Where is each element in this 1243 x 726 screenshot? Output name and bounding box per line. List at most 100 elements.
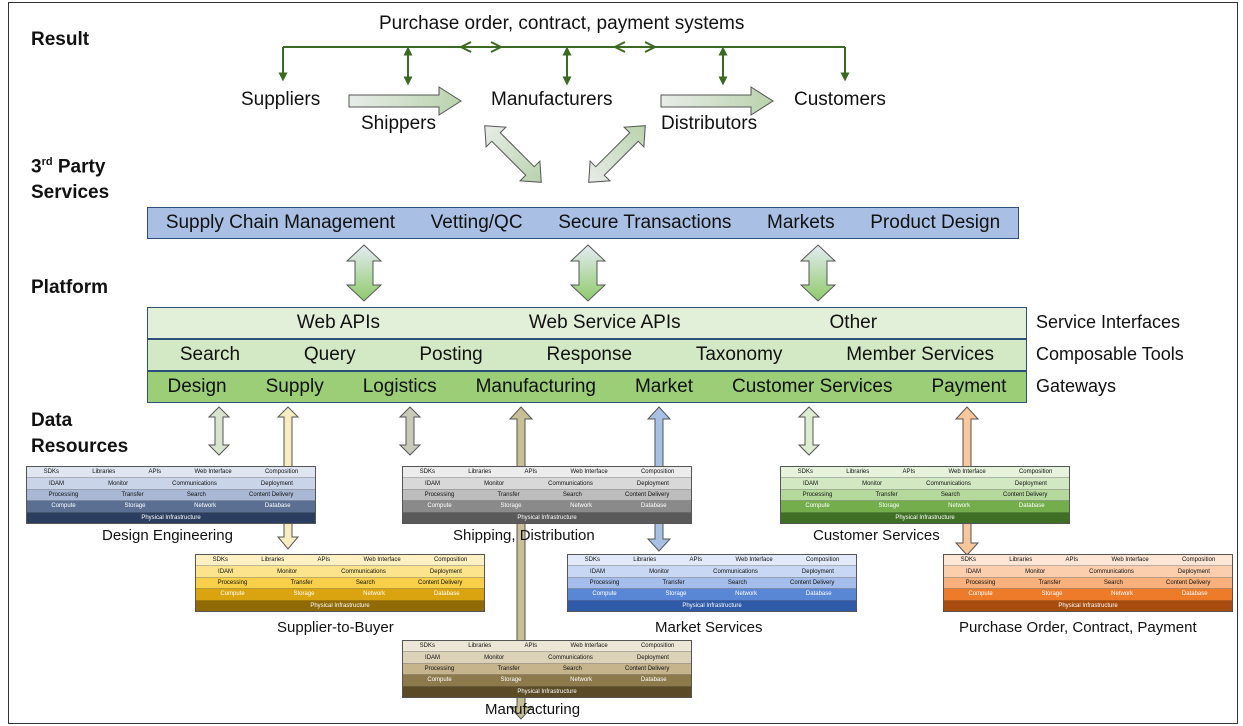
stack-cell: Deployment <box>636 654 669 661</box>
stack-cell: Communications <box>548 480 593 487</box>
stack-cell: SDKs <box>212 557 228 564</box>
stack-cell: Communications <box>172 480 217 487</box>
stack-cell: Deployment <box>429 568 462 575</box>
gateway-item-3: Manufacturing <box>475 376 596 397</box>
stack-cell: Composition <box>805 557 840 564</box>
service-item-1: Vetting/QC <box>430 212 523 233</box>
stack-cell: Storage <box>500 677 522 684</box>
stack-cell: Storage <box>1041 591 1063 598</box>
stack-cell: Storage <box>293 591 315 598</box>
tool-item-1: Query <box>303 344 356 365</box>
stack-cell: Composition <box>640 643 675 650</box>
tool-item-0: Search <box>179 344 241 365</box>
stack-cell: Compute <box>592 591 617 598</box>
stack-cell: Search <box>355 580 375 587</box>
stack-cell: Composition <box>433 557 468 564</box>
stack-cell: Search <box>186 492 206 499</box>
stack-cell: Composition <box>1018 469 1053 476</box>
stack-cell: Compute <box>968 591 993 598</box>
stack-cell: Content Delivery <box>790 580 835 587</box>
stack-cell: Database <box>433 591 460 598</box>
stack-cell: APIs <box>1065 557 1079 564</box>
stack-cell: Composition <box>264 469 299 476</box>
payment-systems-connector <box>278 41 850 86</box>
gateway-item-6: Payment <box>931 376 1007 397</box>
stack-cell: Physical Infrastructure <box>310 602 370 609</box>
stack-cell: Compute <box>427 503 452 510</box>
diagonal-arrow-right <box>588 125 646 183</box>
stack-cell: Monitor <box>277 568 298 575</box>
stack-cell: Monitor <box>484 480 505 487</box>
stack-layer: Physical Infrastructure <box>568 600 856 612</box>
stack-cell: Database <box>1018 503 1045 510</box>
stack-cell: Transfer <box>290 580 313 587</box>
stack-cell: Composition <box>640 469 675 476</box>
stack-cell: IDAM <box>218 568 234 575</box>
stack-cell: Content Delivery <box>625 666 670 673</box>
stack-cell: Monitor <box>1025 568 1046 575</box>
third-party-services-bar: Supply Chain Management Vetting/QC Secure … <box>147 207 1019 239</box>
interface-item-0: Web APIs <box>296 312 380 333</box>
stack-cell: Libraries <box>468 469 492 476</box>
stack-cell: Deployment <box>1177 568 1210 575</box>
service-interfaces-label: Service Interfaces <box>1036 312 1181 332</box>
stack-cell: Communications <box>548 654 593 661</box>
stack-cell: Transfer <box>497 666 520 673</box>
gateway-item-2: Logistics <box>362 376 437 397</box>
stack-cell: Network <box>1111 591 1134 598</box>
section-result: Result <box>31 29 90 50</box>
gateway-item-5: Customer Services <box>732 376 893 397</box>
service-item-0: Supply Chain Management <box>165 212 396 233</box>
stack-cell: Web Interface <box>1111 557 1149 564</box>
resource-caption-design-engineering: Design Engineering <box>102 527 233 544</box>
gateway-item-1: Supply <box>265 376 324 397</box>
stack-cell: SDKs <box>584 557 600 564</box>
stack-cell: Storage <box>124 503 146 510</box>
stack-cell: Physical Infrastructure <box>517 514 577 521</box>
stack-cell: SDKs <box>43 469 59 476</box>
stack-layer: Physical Infrastructure <box>403 512 691 524</box>
stack-cell: Communications <box>926 480 971 487</box>
stack-cell: Libraries <box>846 469 870 476</box>
entity-suppliers: Suppliers <box>241 89 321 110</box>
stack-cell: Network <box>570 677 593 684</box>
stack-cell: Network <box>948 503 971 510</box>
resource-caption-supplier-to-buyer: Supplier-to-Buyer <box>277 619 394 636</box>
stack-cell: Content Delivery <box>418 580 463 587</box>
stack-cell: Transfer <box>875 492 898 499</box>
service-item-4: Product Design <box>870 212 1001 233</box>
stack-cell: Libraries <box>633 557 657 564</box>
stack-layer: Physical Infrastructure <box>403 686 691 698</box>
service-item-2: Secure Transactions <box>558 212 732 233</box>
resource-caption-purchase-order: Purchase Order, Contract, Payment <box>959 619 1197 636</box>
stack-cell: Communications <box>713 568 758 575</box>
composable-tools-label: Composable Tools <box>1036 344 1184 364</box>
stack-cell: Search <box>940 492 960 499</box>
stack-layer: Physical Infrastructure <box>27 512 315 524</box>
stack-cell: IDAM <box>590 568 606 575</box>
stack-cell: Database <box>805 591 832 598</box>
stack-cell: Network <box>735 591 758 598</box>
stack-cell: Libraries <box>1009 557 1033 564</box>
gateways-label: Gateways <box>1036 376 1117 396</box>
services-platform-arrows <box>345 244 837 302</box>
resource-caption-shipping-distribution: Shipping, Distribution <box>453 527 595 544</box>
